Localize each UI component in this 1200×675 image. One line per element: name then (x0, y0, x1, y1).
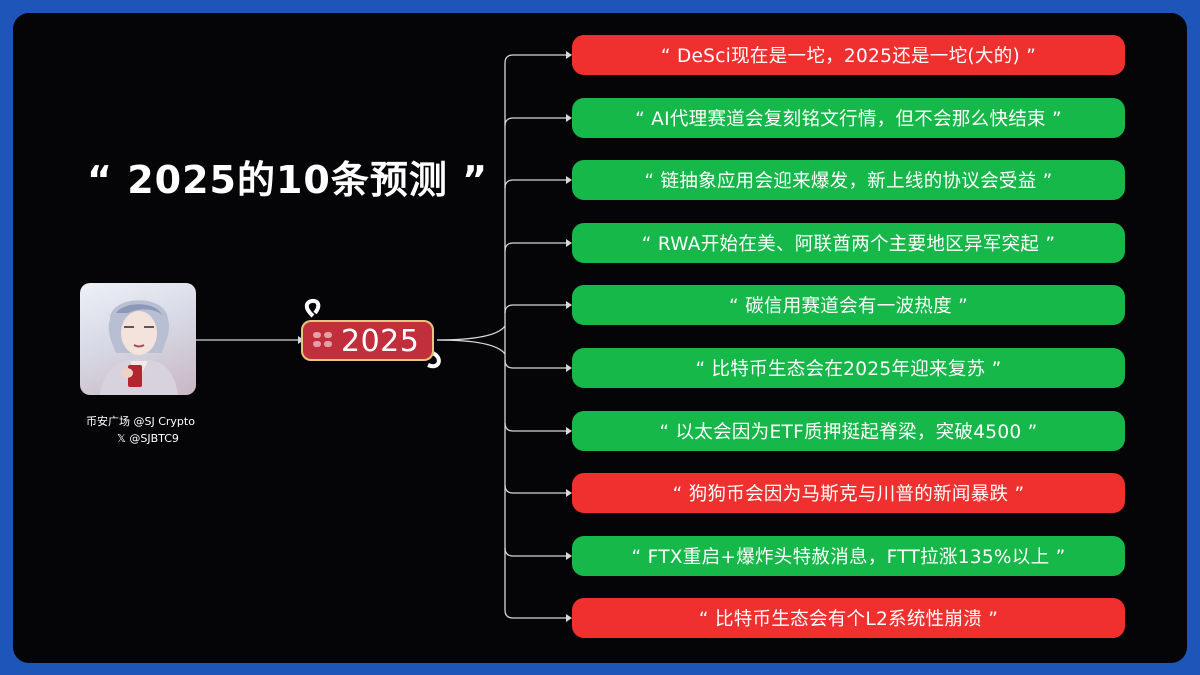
prediction-item: “ 以太会因为ETF质押挺起脊梁，突破4500 ” (572, 411, 1125, 451)
prediction-item: “ 链抽象应用会迎来爆发，新上线的协议会受益 ” (572, 160, 1125, 200)
prediction-item: “ FTX重启+爆炸头特赦消息，FTT拉涨135%以上 ” (572, 536, 1125, 576)
branch-connector (504, 54, 566, 64)
center-node: 2025 (301, 320, 434, 361)
center-node-label: 2025 (341, 324, 420, 359)
branch-arrow (566, 427, 572, 435)
branch-arrow (566, 176, 572, 184)
branch-arrow (566, 552, 572, 560)
branch-arrow (566, 114, 572, 122)
prediction-item: “ 比特币生态会有个L2系统性崩溃 ” (572, 598, 1125, 638)
hub-connector (436, 339, 506, 355)
branch-connector (504, 609, 566, 619)
prediction-item: “ DeSci现在是一坨，2025还是一坨(大的) ” (572, 35, 1125, 75)
branch-connector (504, 547, 566, 557)
prediction-item: “ AI代理赛道会复刻铭文行情，但不会那么快结束 ” (572, 98, 1125, 138)
prediction-item: “ 狗狗币会因为马斯克与川普的新闻暴跌 ” (572, 473, 1125, 513)
branch-connector (504, 304, 566, 314)
branch-arrow (566, 301, 572, 309)
author-credit-x: 𝕏 @SJBTC9 (117, 432, 179, 445)
branch-connector (504, 422, 566, 432)
prediction-item: “ 比特币生态会在2025年迎来复苏 ” (572, 348, 1125, 388)
page-title: “ 2025的10条预测 ” (87, 158, 489, 202)
branch-arrow (566, 489, 572, 497)
branch-connector (504, 359, 566, 369)
mindmap-canvas: “ 2025的10条预测 ” 币安广场 @SJ Crypto 𝕏 @SJBTC9… (13, 13, 1187, 663)
hub-connector (436, 325, 506, 341)
author-credit-binance: 币安广场 @SJ Crypto (86, 415, 195, 428)
branch-arrow (566, 239, 572, 247)
branch-connector (504, 242, 566, 252)
branch-arrow (566, 51, 572, 59)
branch-connector (504, 117, 566, 127)
branch-arrow (566, 364, 572, 372)
branch-connector (504, 179, 566, 189)
prediction-item: “ 碳信用赛道会有一波热度 ” (572, 285, 1125, 325)
branch-arrow (566, 614, 572, 622)
avatar-portrait (100, 300, 178, 395)
prediction-item: “ RWA开始在美、阿联酋两个主要地区异军突起 ” (572, 223, 1125, 263)
center-decoration-swirl (304, 299, 321, 318)
center-node-icon (313, 332, 335, 350)
avatar (80, 283, 196, 395)
branch-connector (504, 484, 566, 494)
